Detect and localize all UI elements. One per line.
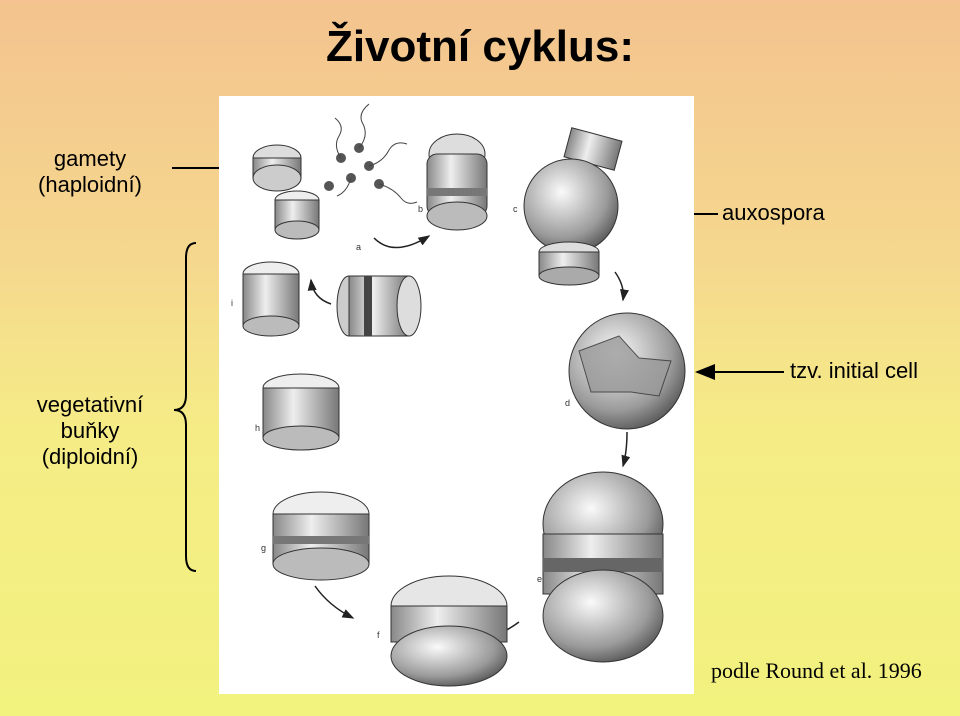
stage-d-initial-cell: d — [565, 312, 686, 468]
svg-text:h: h — [255, 423, 260, 433]
svg-text:f: f — [377, 630, 380, 640]
vegetative-brace — [173, 242, 197, 572]
stage-f-cell: f — [377, 575, 508, 687]
label-gametes-line2: (haploidní) — [38, 172, 142, 197]
stage-a-gametes: a — [252, 103, 431, 252]
stage-dividing-cells — [307, 275, 422, 337]
label-vegetative-line2: buňky — [60, 418, 120, 443]
svg-text:i: i — [231, 298, 233, 308]
slide-title: Životní cyklus: — [325, 22, 635, 71]
svg-text:g: g — [261, 543, 266, 553]
stage-e-large-cell: e — [457, 471, 664, 663]
svg-text:d: d — [565, 398, 570, 408]
label-auxospore: auxospora — [722, 200, 825, 225]
label-gametes-line1: gamety — [53, 146, 127, 171]
svg-text:e: e — [537, 574, 542, 584]
stage-g-cell: g — [261, 491, 370, 619]
stage-c-auxospore: c — [513, 127, 629, 302]
diatom-life-cycle-illustration: a b c i — [219, 96, 694, 694]
stage-h-cell: h — [255, 373, 340, 451]
label-vegetative-line3: (diploidní) — [41, 444, 139, 469]
svg-text:b: b — [418, 204, 423, 214]
svg-text:c: c — [513, 204, 518, 214]
label-gametes: gamety (haploidní) — [20, 146, 160, 198]
stage-b-cell: b — [418, 133, 488, 231]
label-initial-cell: tzv. initial cell — [790, 358, 918, 383]
stage-i-cell: i — [231, 261, 300, 337]
label-credit: podle Round et al. 1996 — [711, 658, 922, 683]
label-vegetative: vegetativní buňky (diploidní) — [20, 392, 160, 470]
svg-text:a: a — [356, 242, 361, 252]
label-vegetative-line1: vegetativní — [36, 392, 144, 417]
